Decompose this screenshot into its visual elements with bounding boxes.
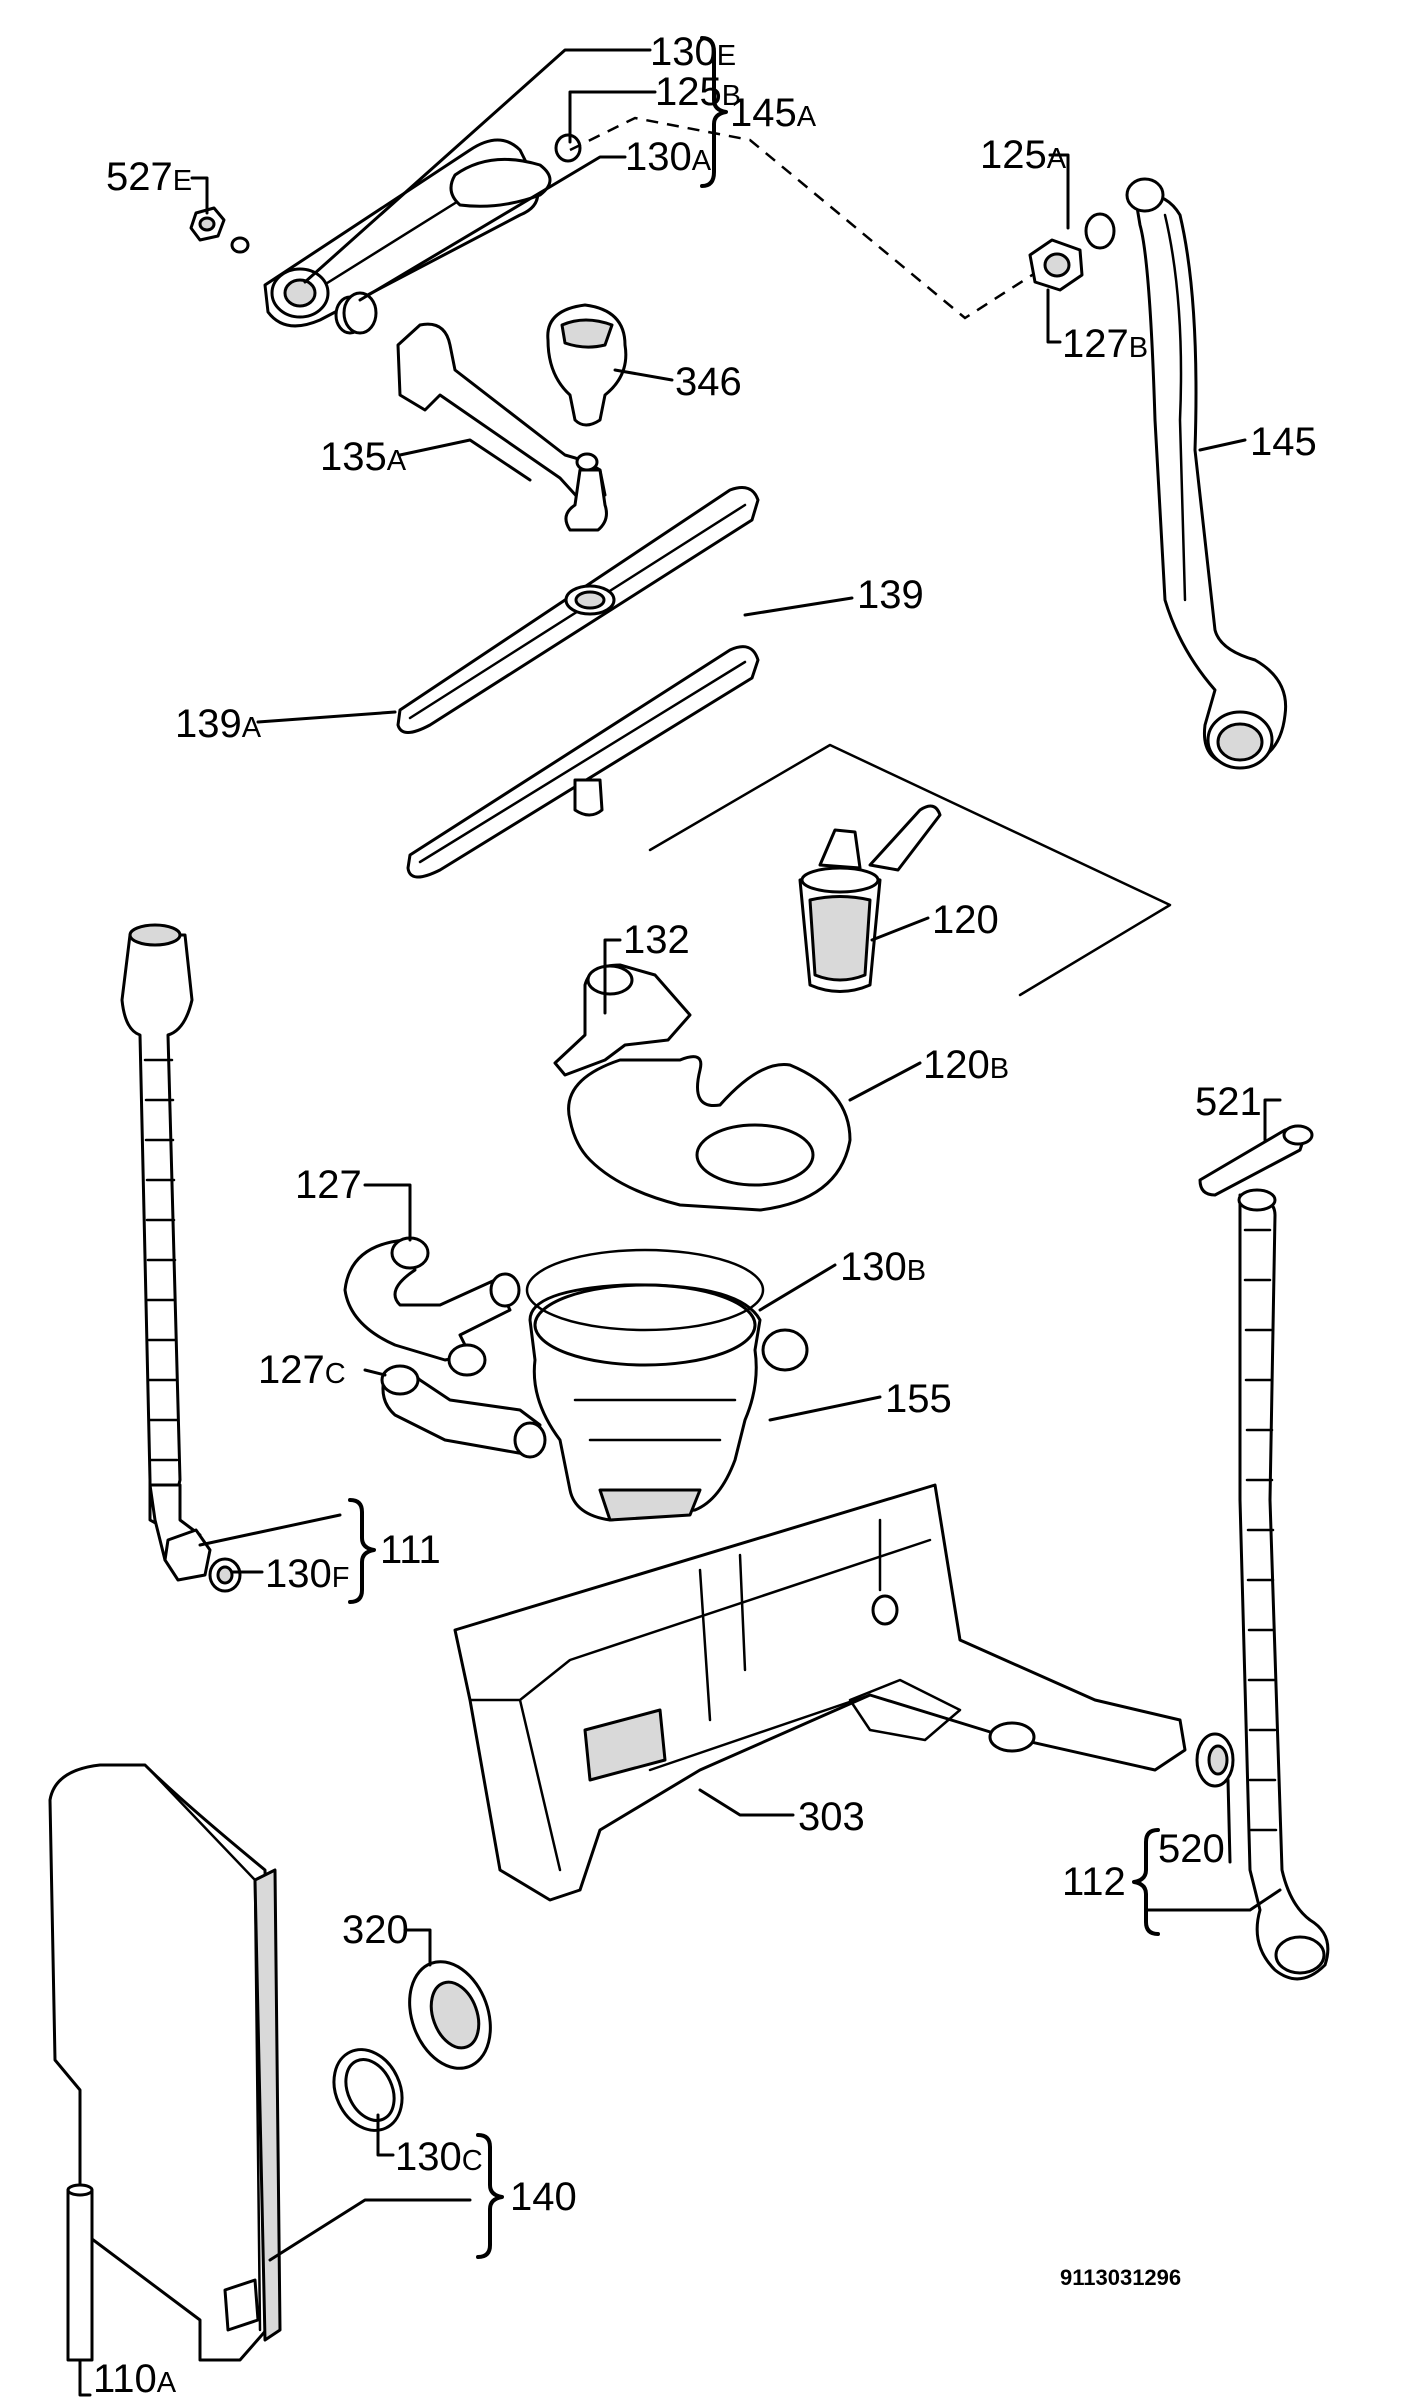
label-303: 303 (798, 1795, 865, 1839)
label-320: 320 (342, 1908, 409, 1952)
braces (348, 36, 1160, 2259)
label-521: 521 (1195, 1080, 1262, 1124)
label-346: 346 (675, 360, 742, 404)
label-155: 155 (885, 1377, 952, 1421)
label-125b: 125B (655, 70, 741, 114)
label-145: 145 (1250, 420, 1317, 464)
drawing-code: 9113031296 (1060, 2265, 1181, 2290)
cap-346 (546, 303, 628, 427)
tube-110a (66, 2183, 94, 2362)
label-140: 140 (510, 2175, 577, 2219)
label-130c: 130C (395, 2135, 483, 2179)
o-ring-125b (554, 133, 582, 163)
brace-140 (476, 2133, 504, 2259)
label-130a: 130A (625, 135, 712, 179)
o-ring-130a (342, 291, 378, 335)
label-527e: 527E (106, 155, 192, 199)
label-139: 139 (857, 573, 924, 617)
feed-pipe-135a (396, 322, 608, 532)
brace-112 (1132, 1828, 1160, 1936)
dashed-connector (569, 116, 1041, 320)
seal-ring-130b (525, 1248, 765, 1332)
label-130f: 130F (265, 1552, 349, 1596)
nut-127b (1028, 238, 1084, 292)
supply-pipe-145 (1125, 177, 1288, 770)
nut-527e (189, 206, 226, 242)
label-120b: 120B (923, 1043, 1009, 1087)
sump-155 (528, 1283, 809, 1522)
upper-spray-arm (263, 138, 552, 335)
spray-arm-139a (396, 486, 760, 734)
hose-127 (343, 1236, 521, 1377)
base-303 (453, 1483, 1187, 1902)
label-127: 127 (295, 1163, 362, 1207)
leader-lines (78, 48, 1282, 2397)
label-139a: 139A (175, 702, 262, 746)
brace-145a (700, 36, 728, 188)
ring-520 (1195, 1732, 1235, 1788)
label-112: 112 (1062, 1860, 1126, 1904)
clip-521 (1198, 1124, 1314, 1197)
label-110a: 110A (93, 2357, 177, 2400)
label-120: 120 (932, 898, 999, 942)
filter-outline (648, 743, 1172, 997)
ring-320 (408, 1960, 492, 2070)
label-127b: 127B (1062, 322, 1148, 366)
door-panel-140 (48, 1763, 282, 2362)
inlet-hose-111 (120, 923, 212, 1582)
seal-ring-130c (332, 2048, 404, 2132)
gasket-120b (567, 1055, 852, 1212)
label-127c: 127C (258, 1348, 346, 1392)
label-520: 520 (1158, 1827, 1225, 1871)
label-145a: 145A (730, 91, 817, 135)
washer-527e-small (230, 236, 250, 254)
valve-132 (553, 963, 692, 1077)
hose-127c (380, 1364, 547, 1459)
spray-arm-139 (406, 645, 760, 879)
brace-111 (348, 1498, 376, 1604)
part-labels: 130E 125B 145A 130A 527E 125A 127B 346 1… (93, 30, 1317, 2400)
drain-hose-112 (1237, 1188, 1330, 1981)
filter-120 (798, 804, 942, 993)
nut-130f (208, 1557, 242, 1593)
label-125a: 125A (980, 133, 1067, 177)
o-ring-125a (1084, 212, 1116, 250)
label-130e: 130E (650, 30, 736, 74)
label-135a: 135A (320, 435, 407, 479)
label-132: 132 (623, 918, 690, 962)
label-130b: 130B (840, 1245, 926, 1289)
label-111: 111 (380, 1528, 441, 1572)
